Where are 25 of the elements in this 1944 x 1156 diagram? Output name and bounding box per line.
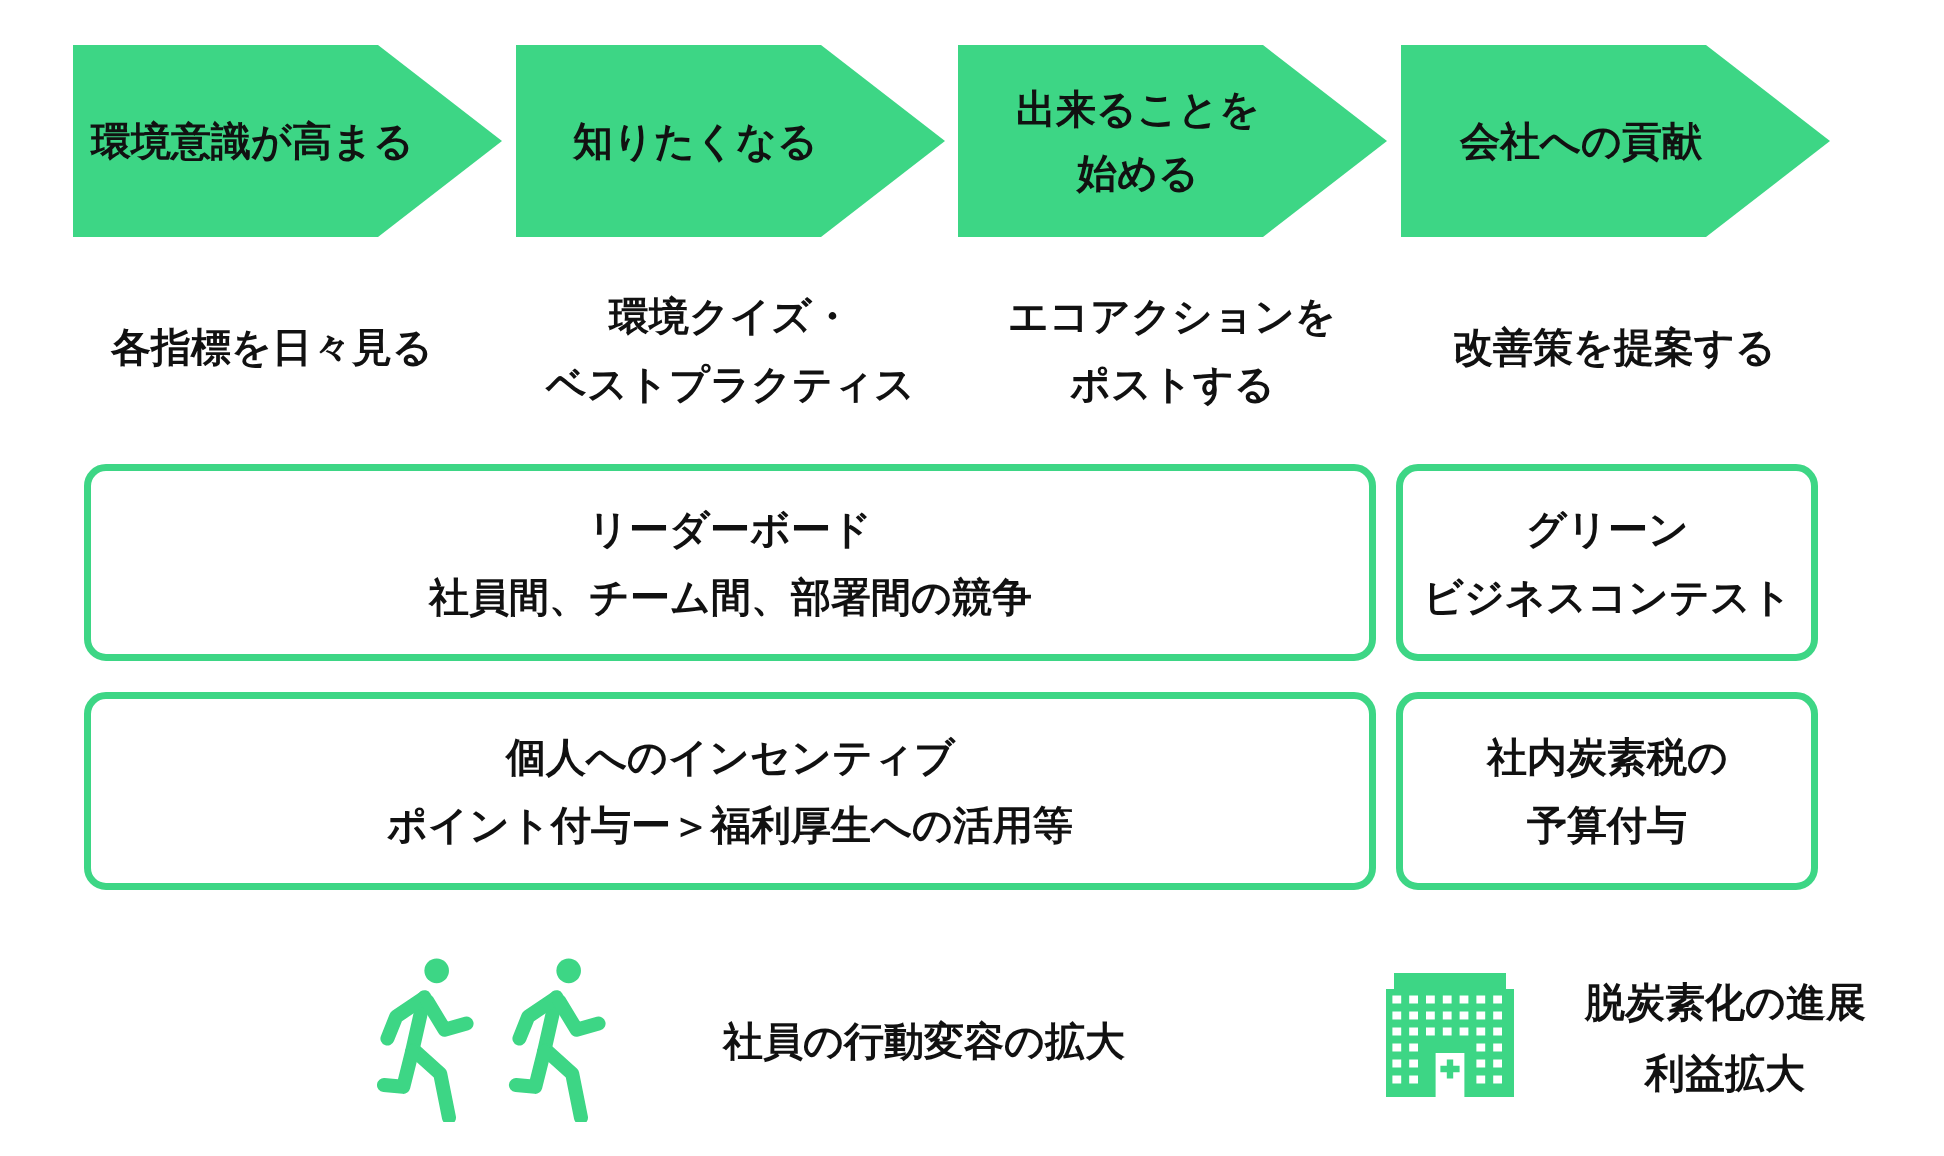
step-title: 環境意識が高まる: [91, 117, 415, 166]
box-text: 社員間、チーム間、部署間の競争: [428, 572, 1032, 622]
rounded-box: [1396, 464, 1818, 661]
pentagon-step-banner: [958, 45, 1387, 237]
step-title: 会社への貢献: [1459, 117, 1703, 166]
step-action-text: 改善策を提案する: [1452, 323, 1776, 372]
step-title: 知りたくなる: [573, 117, 819, 166]
pentagon-step-banner: [516, 45, 945, 237]
box-text: 社内炭素税の予算付与: [1486, 733, 1728, 850]
box-text: グリーンビジネスコンテスト: [1422, 504, 1792, 622]
pentagon-step-banner: [1401, 45, 1830, 237]
rounded-box: [1396, 692, 1818, 890]
rounded-box: [84, 464, 1376, 661]
step-action-text: エコアクションをポストする: [1008, 292, 1336, 409]
outcome-text: 脱炭素化の進展: [1584, 978, 1866, 1027]
outcome-text: 社員の行動変容の拡大: [723, 1017, 1125, 1066]
box-heading: リーダーボード: [588, 504, 872, 554]
pentagon-step-banner: [73, 45, 502, 237]
step-title: 出来ることを始める: [1015, 85, 1261, 198]
box-heading: 個人へのインセンティブ: [505, 733, 955, 782]
step-action-text: 環境クイズ・ベストプラクティス: [545, 292, 915, 409]
box-text: ポイント付与ー＞福利厚生への活用等: [387, 801, 1073, 850]
rounded-box: [84, 692, 1376, 890]
outcome-text: 利益拡大: [1645, 1049, 1805, 1098]
step-action-text: 各指標を日々見る: [111, 323, 433, 372]
